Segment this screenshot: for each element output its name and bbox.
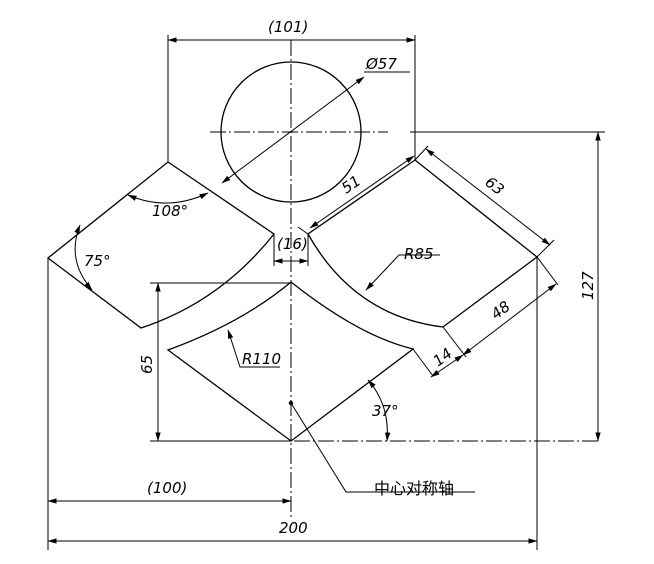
dim-text-half-width: (100) (147, 479, 187, 497)
ext-line (536, 239, 555, 258)
dim-text-angle-top-left: 108° (152, 202, 188, 220)
dim-angle-top-left (127, 192, 209, 204)
axis-note-label: 中心对称轴 (374, 479, 454, 498)
dim-text-diameter: Ø57 (365, 55, 397, 73)
dim-right-small (430, 354, 464, 378)
dim-text-height-total: 127 (579, 271, 597, 300)
ext-line (414, 145, 429, 161)
dim-text-gap: (16) (277, 235, 308, 253)
axis-note-leader (290, 402, 475, 493)
left-piece-outline (46, 161, 275, 329)
dim-text-angle-left: 75° (84, 252, 111, 270)
ext-line (536, 256, 559, 286)
dim-text-height-left: 65 (138, 355, 156, 374)
ext-line (297, 226, 309, 235)
ext-line (442, 326, 467, 358)
right-piece-outline (307, 159, 539, 328)
dim-text-radius-right: R85 (404, 245, 434, 263)
dim-angle-left (74, 224, 93, 291)
dim-text-radius-bottom: R110 (242, 350, 281, 368)
ext-line (412, 348, 434, 377)
dim-diameter (221, 76, 365, 184)
dim-right-width (462, 283, 557, 356)
dim-text-right-small: 14 (430, 344, 456, 370)
dim-tilted-long (425, 148, 551, 246)
dim-radius-bottom (227, 329, 280, 368)
dim-text-angle-bottom: 37° (372, 402, 399, 420)
dim-text-top-width: (101) (268, 18, 308, 36)
dim-tilted-short (309, 155, 415, 229)
dim-text-total-width: 200 (279, 519, 308, 537)
dim-radius-right (365, 254, 440, 291)
dim-angle-bottom (367, 379, 391, 442)
